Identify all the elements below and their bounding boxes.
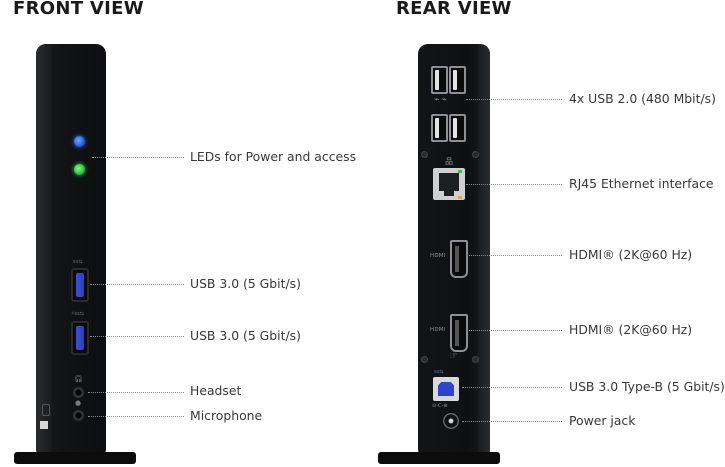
access-led: [74, 164, 85, 175]
screw: [472, 151, 479, 158]
side-indicator: [40, 421, 48, 429]
callout-usb3-2: USB 3.0 (5 Gbit/s): [190, 328, 301, 343]
leader-line-microphone: [88, 416, 184, 417]
callout-power-jack: Power jack: [569, 413, 636, 428]
front-dock-stand: [14, 452, 136, 464]
leader-line-rj45: [466, 184, 562, 185]
usb3-fast-charge-logo-icon: ⚡ss⇆: [71, 311, 84, 317]
callout-usb2: 4x USB 2.0 (480 Mbit/s): [569, 91, 716, 106]
rear-usb2-port-2: [449, 66, 466, 94]
callout-leds: LEDs for Power and access: [190, 149, 357, 164]
power-jack-port: [443, 413, 459, 429]
microphone-jack: [73, 410, 84, 421]
rj45-port: [433, 168, 465, 200]
usb-trident-icon: ⌁⌁: [434, 95, 449, 105]
leader-line-usb2: [466, 99, 562, 100]
rear-view-heading: REAR VIEW: [396, 0, 512, 19]
microphone-icon: ●: [75, 399, 82, 407]
leader-line-leds: [92, 157, 184, 158]
callout-usb3-1: USB 3.0 (5 Gbit/s): [190, 276, 301, 291]
callout-microphone: Microphone: [190, 408, 263, 423]
leader-line-power: [462, 421, 562, 422]
callout-headset: Headset: [190, 383, 242, 398]
power-led: [74, 136, 85, 147]
screw: [421, 151, 428, 158]
rear-usb2-port-3: [431, 114, 448, 142]
headset-icon: 🎧︎: [74, 375, 83, 383]
hdmi-port-1: [450, 240, 468, 278]
callout-hdmi-2: HDMI® (2K@60 Hz): [569, 322, 693, 337]
hdmi-port-label-1: HDMI: [430, 253, 446, 259]
front-dock-body: [36, 44, 106, 459]
leader-line-usb3-1: [90, 284, 184, 285]
usb3-type-b-port: [433, 377, 459, 401]
front-usb3-port-2: [71, 321, 89, 355]
callout-hdmi-1: HDMI® (2K@60 Hz): [569, 247, 693, 262]
usb3-logo-icon: ss⇆: [434, 369, 444, 375]
rj45-activity-led: [458, 196, 462, 199]
leader-line-usb3-2: [90, 336, 184, 337]
power-polarity-icon: ⊖-C-⊕: [432, 403, 448, 409]
callout-usb-b: USB 3.0 Type-B (5 Gbit/s): [569, 379, 725, 394]
screw: [472, 356, 479, 363]
rear-dock-stand: [378, 452, 500, 464]
security-slot-icon: ☞: [449, 351, 458, 362]
rear-usb2-port-1: [431, 66, 448, 94]
network-icon: 品: [445, 157, 453, 166]
side-button: [42, 404, 50, 416]
usb3-logo-icon: ss⇆: [73, 259, 83, 265]
callout-rj45: RJ45 Ethernet interface: [569, 176, 714, 191]
leader-line-headset: [88, 392, 184, 393]
hdmi-port-2: [450, 314, 468, 352]
headset-jack: [73, 387, 84, 398]
front-view-heading: FRONT VIEW: [13, 0, 144, 19]
rj45-link-led: [458, 170, 462, 173]
front-usb3-port-1: [71, 268, 89, 302]
leader-line-usb-b: [462, 387, 562, 388]
leader-line-hdmi-2: [466, 330, 562, 331]
leader-line-hdmi-1: [466, 255, 562, 256]
rear-usb2-port-4: [449, 114, 466, 142]
hdmi-port-label-2: HDMI: [430, 327, 446, 333]
screw: [421, 356, 428, 363]
